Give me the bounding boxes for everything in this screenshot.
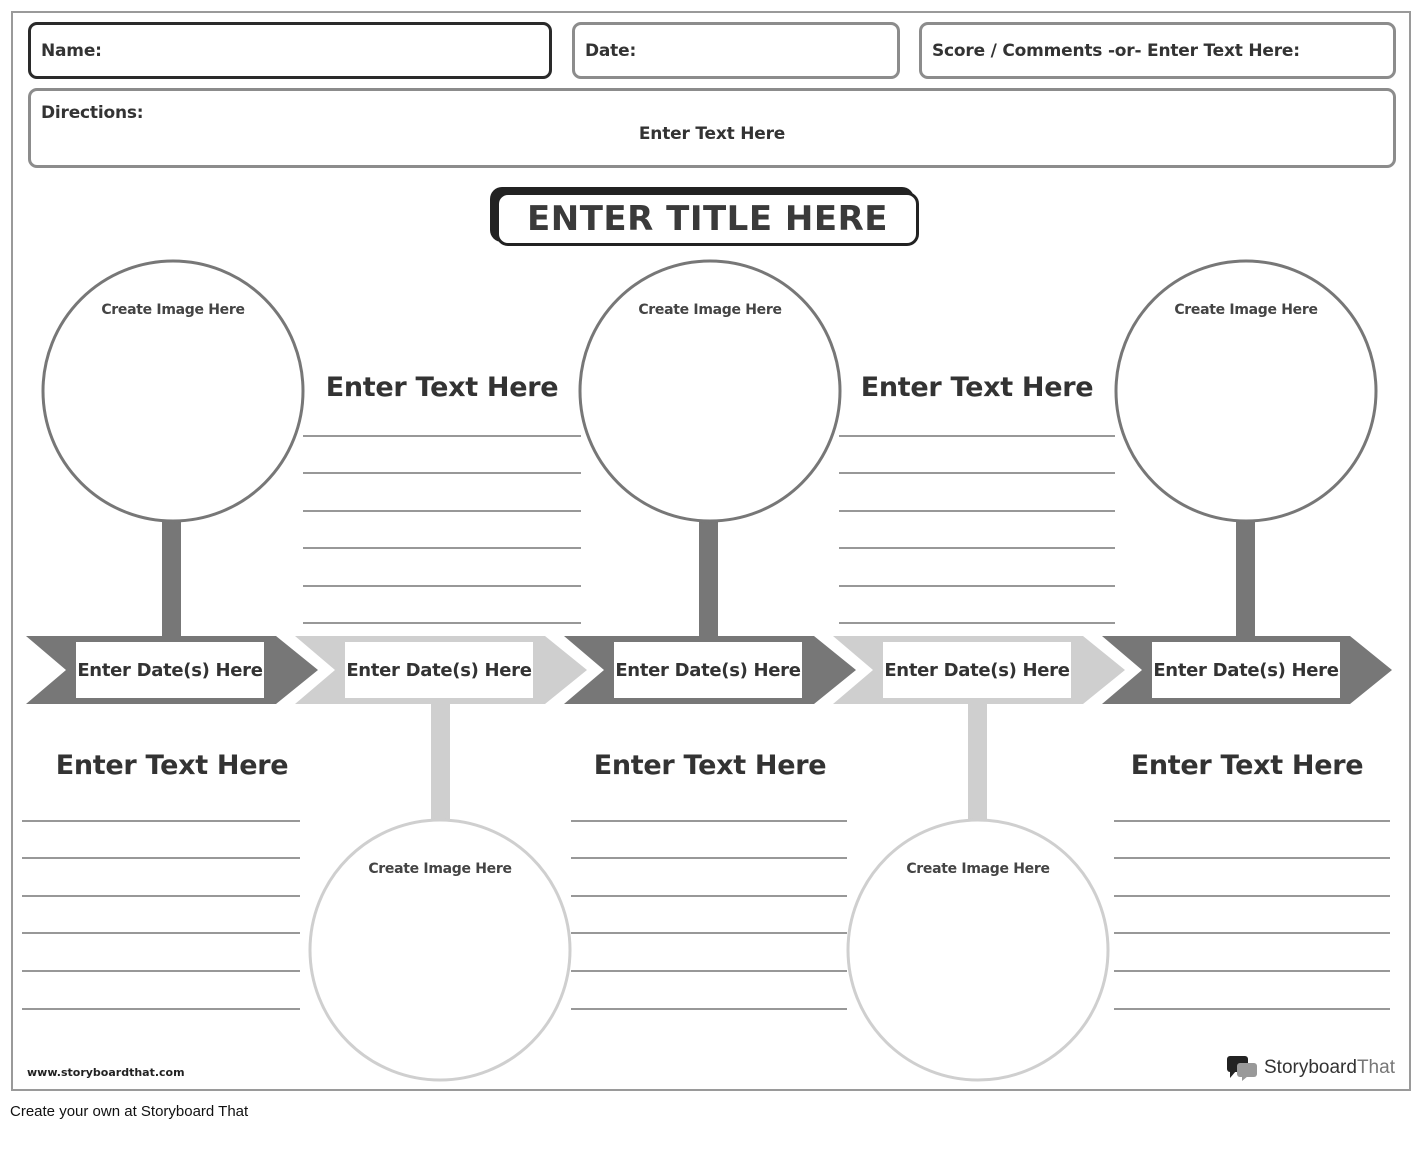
connector-5 xyxy=(1236,520,1255,638)
connector-4 xyxy=(968,702,987,820)
date-label: Date: xyxy=(585,41,637,61)
date-box-5[interactable]: Enter Date(s) Here xyxy=(1152,642,1340,698)
text-heading-lower-3[interactable]: Enter Text Here xyxy=(1130,750,1364,781)
image-caption-4[interactable]: Create Image Here xyxy=(906,861,1050,877)
score-comments-field[interactable]: Score / Comments -or- Enter Text Here: xyxy=(919,22,1396,79)
image-caption-2[interactable]: Create Image Here xyxy=(368,861,512,877)
storyboardthat-logo[interactable]: StoryboardThat xyxy=(1226,1055,1395,1081)
page-title[interactable]: ENTER TITLE HERE xyxy=(496,192,919,246)
text-heading-lower-1[interactable]: Enter Text Here xyxy=(55,750,289,781)
logo-word-storyboard: Storyboard xyxy=(1264,1057,1357,1078)
image-caption-3[interactable]: Create Image Here xyxy=(638,302,782,318)
image-circle-4 xyxy=(846,818,1110,1082)
directions-text: Enter Text Here xyxy=(638,124,786,144)
connector-2 xyxy=(431,702,450,820)
image-caption-5[interactable]: Create Image Here xyxy=(1174,302,1318,318)
date-box-4[interactable]: Enter Date(s) Here xyxy=(883,642,1071,698)
image-caption-1[interactable]: Create Image Here xyxy=(101,302,245,318)
footer-credit[interactable]: Create your own at Storyboard That xyxy=(10,1103,249,1120)
image-circle-2 xyxy=(308,818,572,1082)
text-heading-upper-1[interactable]: Enter Text Here xyxy=(325,372,559,403)
date-box-3[interactable]: Enter Date(s) Here xyxy=(614,642,802,698)
name-label: Name: xyxy=(41,41,102,61)
image-circle-1 xyxy=(41,259,305,523)
date-field[interactable]: Date: xyxy=(572,22,900,79)
text-heading-upper-2[interactable]: Enter Text Here xyxy=(860,372,1094,403)
date-box-2[interactable]: Enter Date(s) Here xyxy=(345,642,533,698)
name-field[interactable]: Name: xyxy=(28,22,552,79)
directions-label: Directions: xyxy=(41,103,144,123)
text-heading-lower-2[interactable]: Enter Text Here xyxy=(593,750,827,781)
date-box-1[interactable]: Enter Date(s) Here xyxy=(76,642,264,698)
writing-lines-lower-1 xyxy=(22,820,300,1010)
speech-bubbles-icon xyxy=(1227,1056,1257,1081)
directions-field[interactable]: Directions: Enter Text Here xyxy=(28,88,1396,168)
connector-3 xyxy=(699,520,718,638)
writing-lines-lower-2 xyxy=(571,820,847,1010)
writing-lines-upper-2 xyxy=(839,435,1115,624)
website-url[interactable]: www.storyboardthat.com xyxy=(27,1066,185,1079)
connector-1 xyxy=(162,520,181,638)
score-label: Score / Comments -or- Enter Text Here: xyxy=(932,41,1300,61)
image-circle-3 xyxy=(578,259,842,523)
writing-lines-upper-1 xyxy=(303,435,581,624)
image-circle-5 xyxy=(1114,259,1378,523)
logo-wordmark: StoryboardThat xyxy=(1264,1057,1395,1079)
logo-word-that: That xyxy=(1356,1057,1395,1078)
writing-lines-lower-3 xyxy=(1114,820,1390,1010)
